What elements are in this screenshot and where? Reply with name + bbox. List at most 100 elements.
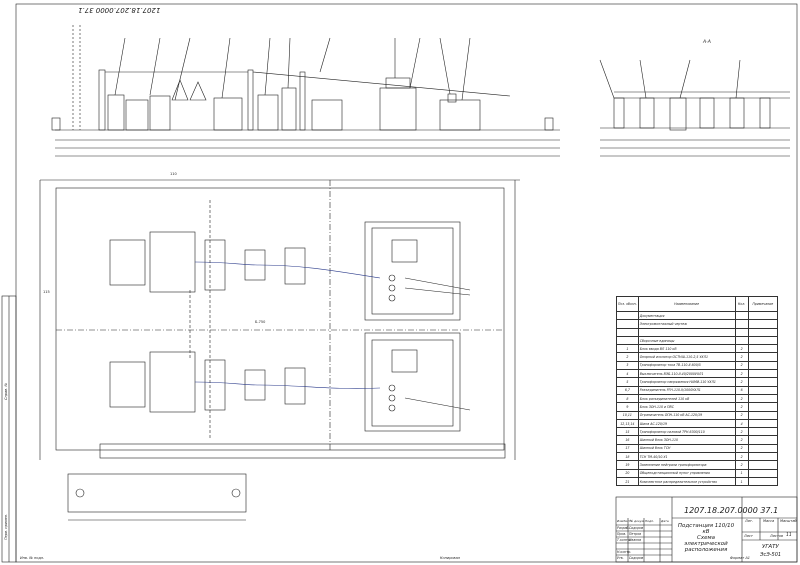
spec-header-qty: Кол. — [734, 296, 749, 312]
bottom-right-label: Формат А1 — [730, 556, 750, 560]
spec-cell-name: Блок разъединителей 110 кВ — [637, 393, 736, 404]
spec-header-note: Примечание — [747, 296, 779, 312]
spec-cell-qty: 6 — [734, 385, 749, 395]
scale-header: Масштаб — [780, 519, 797, 523]
bottom-center-label: Копировал — [440, 556, 460, 560]
spec-cell-name: Сборочные единицы — [637, 335, 736, 346]
sheet-label: Лист — [744, 534, 753, 538]
spec-cell-name: Общеподстанционный пункт управления — [637, 468, 736, 478]
spec-row — [616, 327, 779, 337]
spec-cell-note — [747, 443, 779, 454]
spec-cell-name: Комплектное распределительное устройство — [637, 476, 736, 487]
spec-cell-pos — [616, 310, 639, 321]
section-label: А-А — [703, 40, 711, 45]
spec-cell-note — [747, 385, 779, 395]
title-col-header: Изм — [617, 519, 624, 523]
title-block-frame — [615, 496, 798, 563]
spec-cell-qty: 2 — [734, 427, 749, 437]
spec-cell-name: Трансформатор тока ТВ-110-II-600/5 — [637, 360, 736, 371]
spec-cell-pos: 18 — [616, 452, 639, 462]
spec-cell-qty: 2 — [734, 344, 749, 354]
spec-cell-note — [747, 377, 779, 387]
elevation-view — [51, 25, 560, 157]
rotated-drawing-code: 1207.18.207.0000 37.1 — [78, 6, 161, 14]
drawing-title-line: Схема электрической — [684, 535, 728, 547]
spec-cell-pos: 15 — [616, 427, 639, 437]
spec-cell-qty: 1 — [734, 468, 749, 478]
spec-cell-name — [637, 327, 736, 337]
organization-line: УГАТУ — [762, 544, 779, 550]
sheets-label: Листов — [770, 534, 784, 538]
spec-cell-qty — [734, 335, 749, 346]
spec-cell-name: Шина АС-120/19 — [637, 418, 736, 429]
spec-cell-qty: 2 — [734, 435, 749, 445]
spec-cell-qty: 2 — [734, 410, 749, 420]
spec-cell-name: Шинный блок ЗОН-110 — [637, 435, 736, 445]
spec-row: Сборочные единицы — [616, 335, 779, 346]
spec-cell-name: Ограничитель ОПН-110 кВ АС-120/19 — [637, 410, 736, 420]
spec-cell-pos: 17 — [616, 443, 639, 454]
spec-cell-pos: 20 — [616, 468, 639, 478]
spec-cell-note — [747, 460, 779, 470]
spec-cell-note — [747, 369, 779, 379]
left-margin-label: Справ. № — [4, 382, 8, 400]
spec-cell-note — [747, 352, 779, 362]
plan-center-mark: Б-750 — [255, 320, 266, 324]
spec-cell-pos: 19 — [616, 460, 639, 470]
section-view — [599, 59, 790, 157]
plan-top-dim: 110 — [170, 172, 177, 176]
title-name: Сидоров — [629, 526, 644, 530]
title-role: Утв. — [617, 556, 624, 560]
spec-cell-note — [747, 310, 779, 321]
spec-cell-pos: 4 — [616, 369, 639, 379]
spec-cell-name: Электромонтажный чертеж — [637, 319, 736, 329]
sheet-frame — [15, 3, 798, 563]
spec-cell-name: Трансформатор силовой ТРН-6300/110 — [637, 427, 736, 437]
spec-header-name: Наименование — [637, 296, 736, 312]
spec-cell-qty: 2 — [734, 443, 749, 454]
plan-left-dim: 115 — [43, 290, 50, 294]
spec-cell-qty: 2 — [734, 360, 749, 371]
spec-cell-note — [747, 435, 779, 445]
spec-cell-qty — [734, 327, 749, 337]
spec-cell-pos — [616, 327, 639, 337]
spec-cell-note — [747, 452, 779, 462]
title-col-header: № докум. — [630, 519, 645, 523]
spec-cell-pos — [616, 319, 639, 329]
spec-row: Документация — [616, 310, 779, 321]
title-role: Н.контр. — [617, 550, 632, 554]
spec-cell-note — [747, 418, 779, 429]
title-name: Сидоров — [629, 556, 644, 560]
spec-cell-pos: 12,13,14 — [616, 418, 639, 429]
spec-cell-note — [747, 360, 779, 371]
title-col-header: Дата — [661, 519, 669, 523]
sheet-count: 11 — [786, 533, 792, 538]
spec-cell-note — [747, 335, 779, 346]
drawing-title: Подстанция 110/10 кВ Схема электрической… — [676, 523, 736, 553]
title-role: Пров. — [617, 532, 627, 536]
spec-cell-pos: 10,11 — [616, 410, 639, 420]
spec-cell-name: Выключатель ВЭБ-110-II-40/2000УХЛ1 — [637, 369, 736, 379]
spec-cell-name: Разъединитель РГН-110-II/1000УХЛ1 — [637, 385, 736, 395]
spec-cell-note — [747, 402, 779, 412]
spec-cell-pos: 6,7 — [616, 385, 639, 395]
spec-cell-qty: 2 — [734, 369, 749, 379]
spec-cell-note — [747, 344, 779, 354]
spec-cell-pos: 3 — [616, 360, 639, 371]
spec-cell-note — [747, 393, 779, 404]
title-col-header: Лист — [623, 519, 631, 523]
bottom-left-label: Инв. № подл. — [20, 556, 45, 560]
spec-cell-qty: 2 — [734, 402, 749, 412]
spec-cell-qty — [734, 319, 749, 329]
spec-cell-name: Блок ввода ВЛ 110 кВ — [637, 344, 736, 354]
